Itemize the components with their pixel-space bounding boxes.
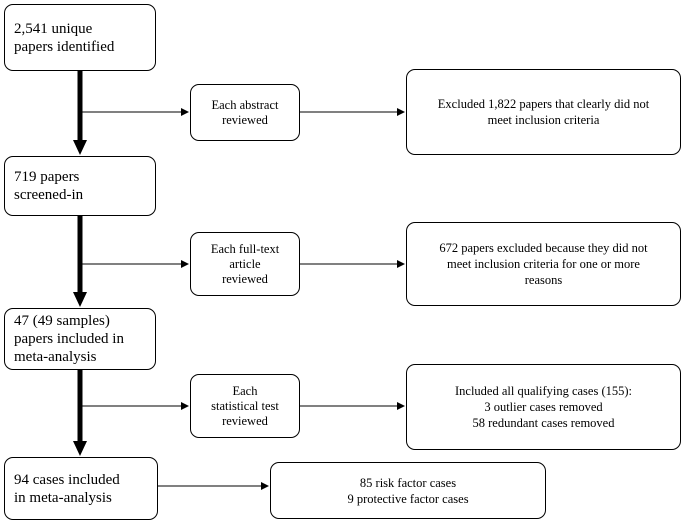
step-abstract-review: Each abstract reviewed — [190, 84, 300, 141]
step-fulltext-review: Each full-text article reviewed — [190, 232, 300, 296]
step-statistical-test-review-label: Each statistical test reviewed — [211, 383, 279, 428]
stage-papers-identified: 2,541 unique papers identified — [4, 4, 156, 71]
step-fulltext-review-label: Each full-text article reviewed — [210, 241, 280, 286]
result-excluded-abstract: Excluded 1,822 papers that clearly did n… — [406, 69, 681, 155]
branch-arrows — [80, 108, 405, 490]
stage-papers-screened-label: 719 papers screened-in — [14, 169, 84, 203]
result-qualifying-cases: Included all qualifying cases (155): 3 o… — [406, 364, 681, 450]
stage-papers-included: 47 (49 samples) papers included in meta-… — [4, 308, 156, 370]
stage-cases-included: 94 cases included in meta-analysis — [4, 457, 158, 520]
stage-papers-screened: 719 papers screened-in — [4, 156, 156, 216]
stage-cases-included-label: 94 cases included in meta-analysis — [14, 471, 120, 506]
result-excluded-fulltext: 672 papers excluded because they did not… — [406, 222, 681, 306]
stage-papers-included-label: 47 (49 samples) papers included in meta-… — [14, 313, 124, 365]
stage-papers-identified-label: 2,541 unique papers identified — [14, 20, 115, 55]
result-excluded-fulltext-label: 672 papers excluded because they did not… — [439, 241, 648, 287]
result-excluded-abstract-label: Excluded 1,822 papers that clearly did n… — [437, 97, 650, 127]
result-qualifying-cases-label: Included all qualifying cases (155): 3 o… — [454, 384, 633, 430]
step-abstract-review-label: Each abstract reviewed — [211, 97, 279, 127]
step-statistical-test-review: Each statistical test reviewed — [190, 374, 300, 438]
result-case-breakdown-label: 85 risk factor cases 9 protective factor… — [347, 475, 469, 506]
result-case-breakdown: 85 risk factor cases 9 protective factor… — [270, 462, 546, 519]
